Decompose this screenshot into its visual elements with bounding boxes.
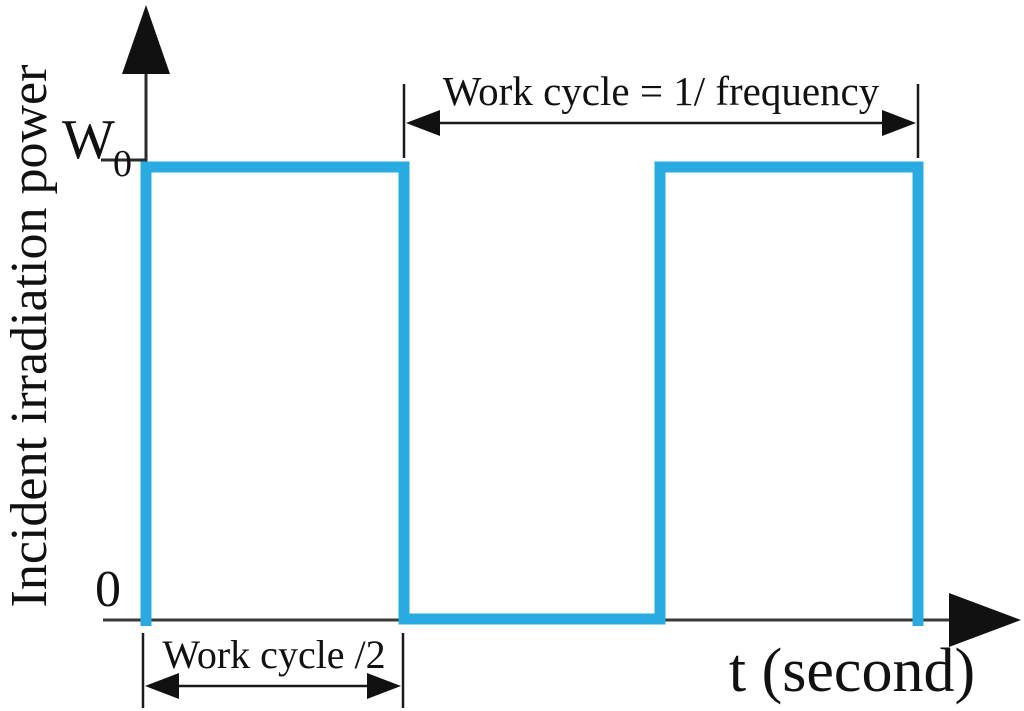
y-axis-arrowhead-icon bbox=[122, 5, 170, 74]
work-cycle-annotation-label: Work cycle = 1/ frequency bbox=[443, 68, 880, 114]
work-cycle-arrowhead-left-icon bbox=[406, 110, 440, 136]
work-cycle-arrowhead-right-icon bbox=[882, 110, 916, 136]
origin-label: 0 bbox=[95, 561, 121, 618]
w0-label: W bbox=[62, 109, 115, 171]
half-cycle-arrowhead-right-icon bbox=[367, 673, 401, 699]
waveform-line bbox=[140, 161, 924, 626]
y-axis-label: Incident irradiation power bbox=[1, 65, 58, 608]
half-cycle-arrowhead-left-icon bbox=[145, 673, 179, 699]
x-axis-label: t (second) bbox=[729, 637, 975, 705]
x-axis-arrowhead-icon bbox=[949, 593, 1021, 647]
half-cycle-annotation-label: Work cycle /2 bbox=[162, 632, 385, 677]
w0-subscript: 0 bbox=[113, 143, 132, 185]
